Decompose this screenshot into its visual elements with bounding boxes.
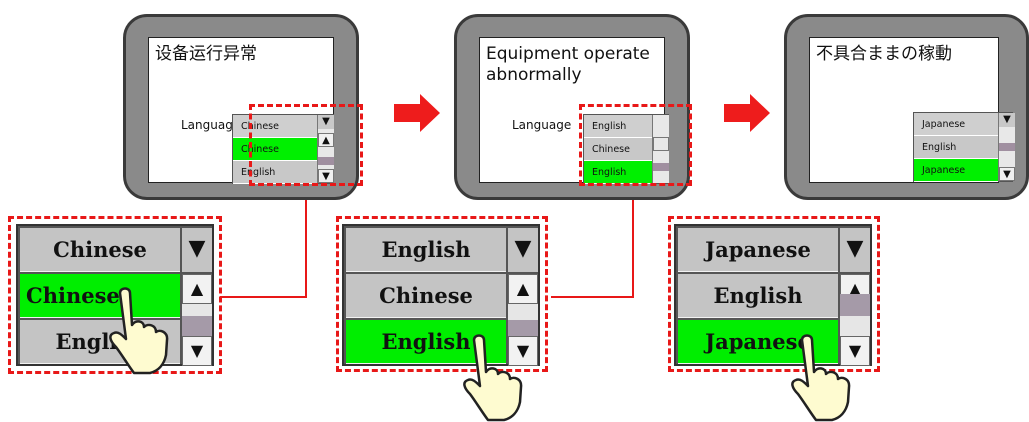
scroll-down-icon[interactable]: ▼ xyxy=(318,169,334,183)
dropdown-scrollbar[interactable]: ▼ ▲ ▼ xyxy=(317,115,334,183)
zoom-dropdown-2[interactable]: English Chinese English ▼ ▲ ▼ xyxy=(342,224,540,366)
dropdown-selected[interactable]: English xyxy=(346,228,506,272)
chevron-down-icon[interactable]: ▼ xyxy=(318,115,334,129)
callout-box-small-1 xyxy=(249,104,363,186)
scroll-thumb[interactable] xyxy=(840,294,870,316)
dropdown-option[interactable]: Japanese xyxy=(914,159,998,182)
dropdown-scrollbar[interactable] xyxy=(652,115,669,183)
scroll-up-icon[interactable]: ▲ xyxy=(182,274,212,304)
chevron-down-icon[interactable]: ▼ xyxy=(999,113,1015,127)
pointing-hand-icon xyxy=(463,334,523,422)
scroll-up-icon[interactable]: ▲ xyxy=(508,274,538,304)
scroll-thumb[interactable] xyxy=(653,163,669,171)
scroll-thumb[interactable] xyxy=(318,157,334,165)
screen-display: 不具合ままの稼動 Japanese English Japanese ▼ ▼ xyxy=(809,37,1015,183)
dropdown-selected[interactable]: Japanese xyxy=(678,228,838,272)
connector-line-2 xyxy=(551,188,634,298)
scroll-thumb[interactable] xyxy=(999,143,1015,151)
alarm-message: 不具合ままの稼動 xyxy=(816,44,952,64)
dropdown-option[interactable]: Chinese xyxy=(346,274,506,318)
arrow-right-icon xyxy=(724,94,770,132)
pointing-hand-icon xyxy=(109,287,169,375)
language-dropdown[interactable]: Japanese English Japanese ▼ ▼ xyxy=(913,112,1015,182)
alarm-message: 设备运行异常 xyxy=(155,44,257,64)
dropdown-selected[interactable]: English xyxy=(584,115,652,138)
chevron-down-icon[interactable]: ▼ xyxy=(508,228,538,272)
callout-box-large-2 xyxy=(336,216,548,372)
hmi-screen-3: 不具合ままの稼動 Japanese English Japanese ▼ ▼ xyxy=(784,14,1029,200)
dropdown-selected[interactable]: Chinese xyxy=(20,228,180,272)
scroll-down-icon[interactable]: ▼ xyxy=(840,336,870,366)
pointing-hand-icon xyxy=(791,334,851,422)
dropdown-option[interactable]: English xyxy=(914,136,998,159)
hmi-screen-1: 设备运行异常 Language Chinese Chinese English … xyxy=(123,14,359,200)
scroll-thumb[interactable] xyxy=(182,316,212,338)
alarm-message: Equipment operate abnormally xyxy=(486,44,650,85)
dropdown-option[interactable]: Chinese xyxy=(233,138,317,161)
scroll-up-icon[interactable] xyxy=(653,137,669,151)
language-label: Language xyxy=(512,118,572,132)
arrow-right-icon xyxy=(394,94,440,132)
screen-display: Equipment operate abnormally Language En… xyxy=(479,37,669,184)
dropdown-option[interactable]: Chinese xyxy=(584,138,652,161)
screen-display: 设备运行异常 Language Chinese Chinese English … xyxy=(148,37,334,184)
callout-box-large-3 xyxy=(668,216,880,372)
hmi-screen-2: Equipment operate abnormally Language En… xyxy=(454,14,690,200)
connector-line-1 xyxy=(220,188,307,298)
dropdown-option[interactable]: Chinese xyxy=(20,274,180,318)
scroll-up-icon[interactable]: ▲ xyxy=(318,133,334,147)
dropdown-scrollbar[interactable]: ▼ ▼ xyxy=(998,113,1015,181)
chevron-down-icon[interactable]: ▼ xyxy=(182,228,212,272)
dropdown-option[interactable]: English xyxy=(678,274,838,318)
scroll-down-icon[interactable]: ▼ xyxy=(999,167,1015,181)
dropdown-selected[interactable]: Japanese xyxy=(914,113,998,136)
callout-box-small-2 xyxy=(579,104,692,186)
zoom-dropdown-3[interactable]: Japanese English Japanese ▼ ▲ ▼ xyxy=(674,224,872,366)
scroll-down-icon[interactable]: ▼ xyxy=(508,336,538,366)
chevron-down-icon[interactable]: ▼ xyxy=(840,228,870,272)
scroll-down-icon[interactable]: ▼ xyxy=(182,336,212,366)
language-dropdown[interactable]: English Chinese English xyxy=(583,114,669,184)
callout-box-large-1 xyxy=(8,216,222,374)
language-label: Language xyxy=(181,118,241,132)
dropdown-selected[interactable]: Chinese xyxy=(233,115,317,138)
